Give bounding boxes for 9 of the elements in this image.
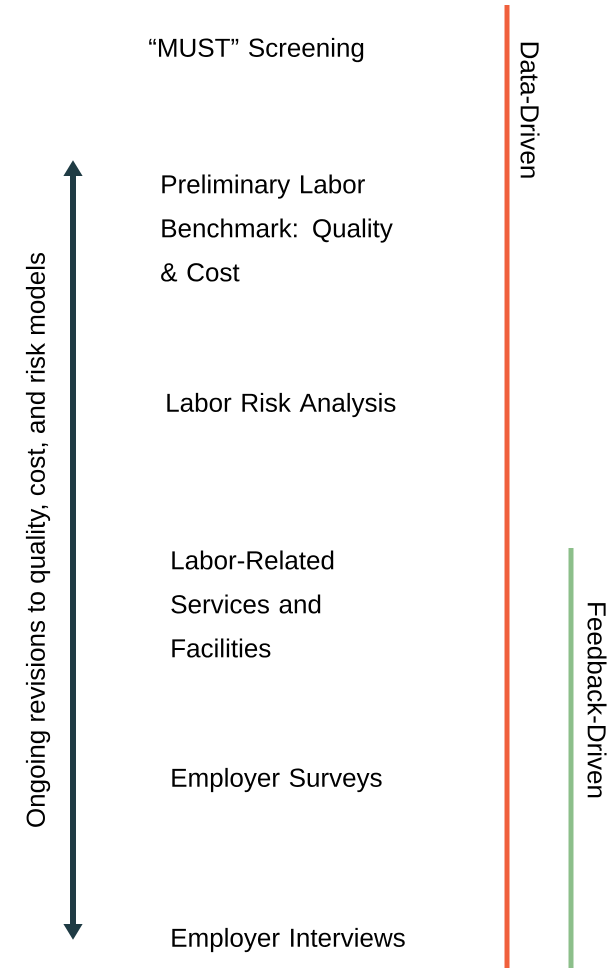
step-label: Labor Risk Analysis (167, 392, 396, 418)
step-label: Labor-Related Services and Facilities (171, 550, 334, 658)
step-label: Preliminary Labor Benchmark: Quality & Cost (161, 174, 393, 282)
step-label: Employer Surveys (172, 768, 382, 792)
step-label: “MUST” Screening (149, 38, 364, 62)
step-label: Employer Interviews (172, 928, 405, 952)
side-label: Feedback-Driven (587, 603, 607, 798)
side-label: Data-Driven (520, 42, 540, 178)
side-label: Ongoing revisions to quality, cost, and risk models (26, 252, 50, 827)
